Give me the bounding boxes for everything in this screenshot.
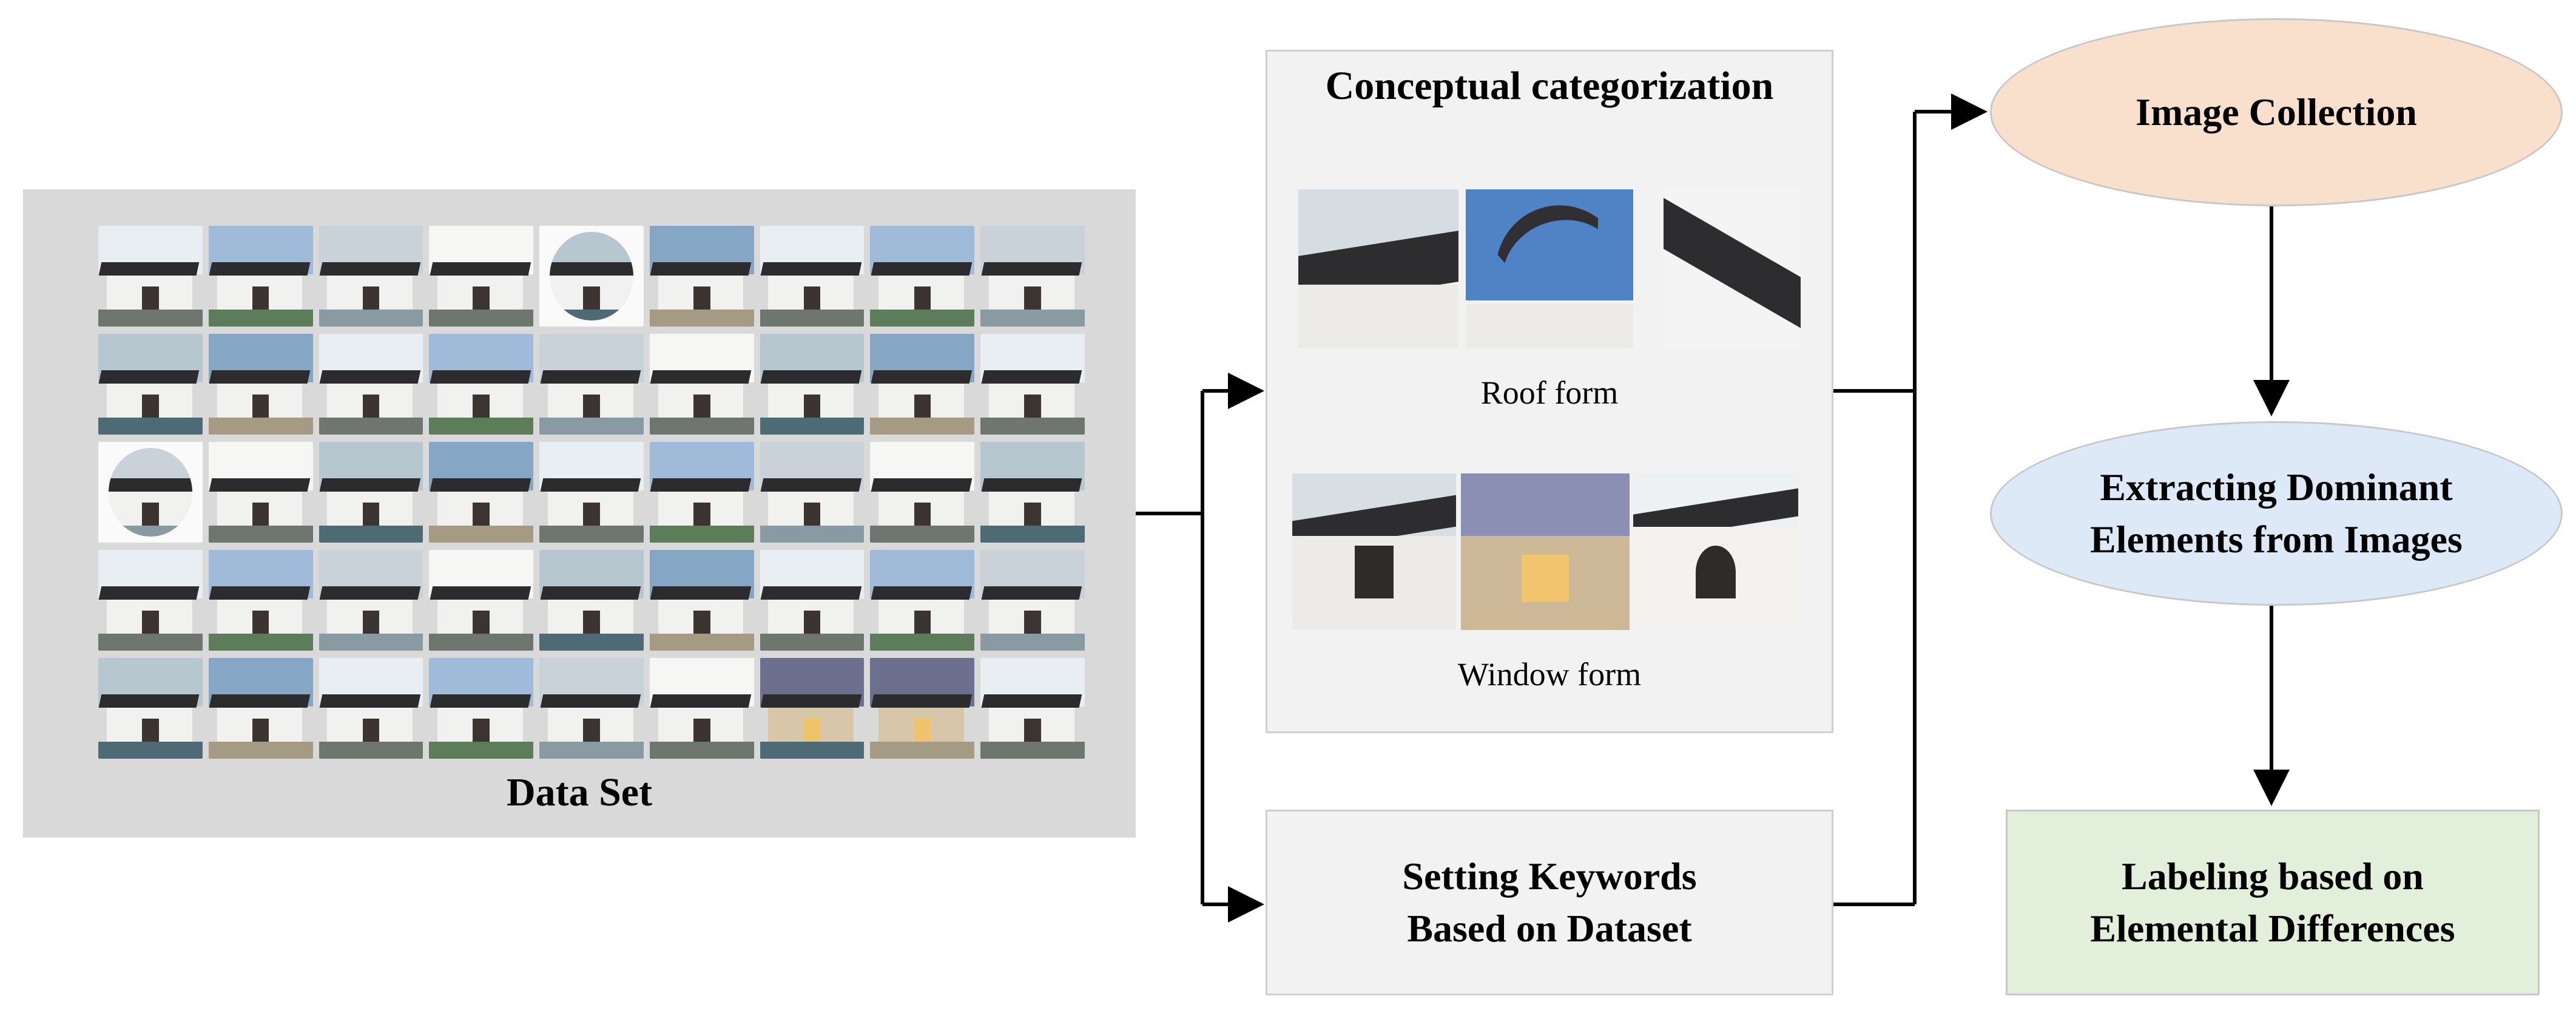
dataset-thumbnail (870, 334, 975, 435)
dataset-thumbnail (98, 226, 203, 327)
dataset-image-grid (98, 226, 1085, 759)
dataset-thumbnail (429, 550, 534, 651)
dataset-thumbnail (870, 658, 975, 759)
dataset-thumbnail (429, 658, 534, 759)
dataset-thumbnail (980, 658, 1085, 759)
dataset-thumbnail (980, 334, 1085, 435)
labeling-box: Labeling based on Elemental Differences (2006, 810, 2540, 995)
dataset-thumbnail (429, 442, 534, 543)
dataset-thumbnail (429, 334, 534, 435)
roof-sample-image (1466, 189, 1633, 348)
dataset-thumbnail (539, 226, 644, 327)
labeling-line2: Elemental Differences (2090, 907, 2455, 950)
dataset-thumbnail (870, 442, 975, 543)
dataset-thumbnail (649, 550, 754, 651)
conceptual-categorization-title: Conceptual categorization (1325, 64, 1774, 108)
image-collection-label: Image Collection (2136, 90, 2417, 134)
image-collection-node: Image Collection (1990, 18, 2563, 206)
dataset-thumbnail (319, 226, 423, 327)
dataset-thumbnail (760, 658, 865, 759)
dataset-thumbnail (980, 442, 1085, 543)
dataset-thumbnail (649, 226, 754, 327)
dataset-thumbnail (760, 550, 865, 651)
extracting-elements-node: Extracting Dominant Elements from Images (1990, 421, 2563, 606)
dataset-thumbnail (98, 442, 203, 543)
roof-sample-image (1664, 189, 1801, 348)
setting-keywords-line2: Based on Dataset (1407, 907, 1692, 950)
dataset-thumbnail (870, 550, 975, 651)
dataset-label: Data Set (506, 770, 653, 815)
setting-keywords-box: Setting Keywords Based on Dataset (1266, 810, 1833, 995)
dataset-thumbnail (429, 226, 534, 327)
window-sample-image (1633, 473, 1798, 630)
dataset-thumbnail (760, 442, 865, 543)
dataset-thumbnail (208, 658, 313, 759)
dataset-thumbnail (208, 550, 313, 651)
dataset-thumbnail (539, 550, 644, 651)
dataset-thumbnail (760, 226, 865, 327)
setting-keywords-line1: Setting Keywords (1402, 854, 1697, 898)
dataset-thumbnail (760, 334, 865, 435)
roof-form-label: Roof form (1480, 374, 1619, 411)
dataset-thumbnail (539, 658, 644, 759)
dataset-thumbnail (319, 550, 423, 651)
dataset-thumbnail (98, 550, 203, 651)
dataset-thumbnail (319, 658, 423, 759)
dataset-thumbnail (539, 442, 644, 543)
dataset-thumbnail (980, 226, 1085, 327)
dataset-thumbnail (98, 658, 203, 759)
dataset-thumbnail (208, 442, 313, 543)
dataset-thumbnail (98, 334, 203, 435)
dataset-thumbnail (539, 334, 644, 435)
roof-sample-image (1298, 189, 1458, 348)
window-sample-image (1461, 473, 1630, 630)
dataset-thumbnail (649, 442, 754, 543)
dataset-thumbnail (649, 658, 754, 759)
dataset-thumbnail (870, 226, 975, 327)
dataset-thumbnail (319, 442, 423, 543)
window-sample-image (1292, 473, 1456, 630)
window-form-label: Window form (1457, 656, 1642, 693)
dataset-thumbnail (208, 334, 313, 435)
dataset-thumbnail (980, 550, 1085, 651)
labeling-line1: Labeling based on (2122, 854, 2424, 898)
dataset-thumbnail (319, 334, 423, 435)
extracting-line2: Elements from Images (2090, 518, 2463, 561)
dataset-thumbnail (649, 334, 754, 435)
extracting-line1: Extracting Dominant (2100, 465, 2453, 509)
dataset-thumbnail (208, 226, 313, 327)
